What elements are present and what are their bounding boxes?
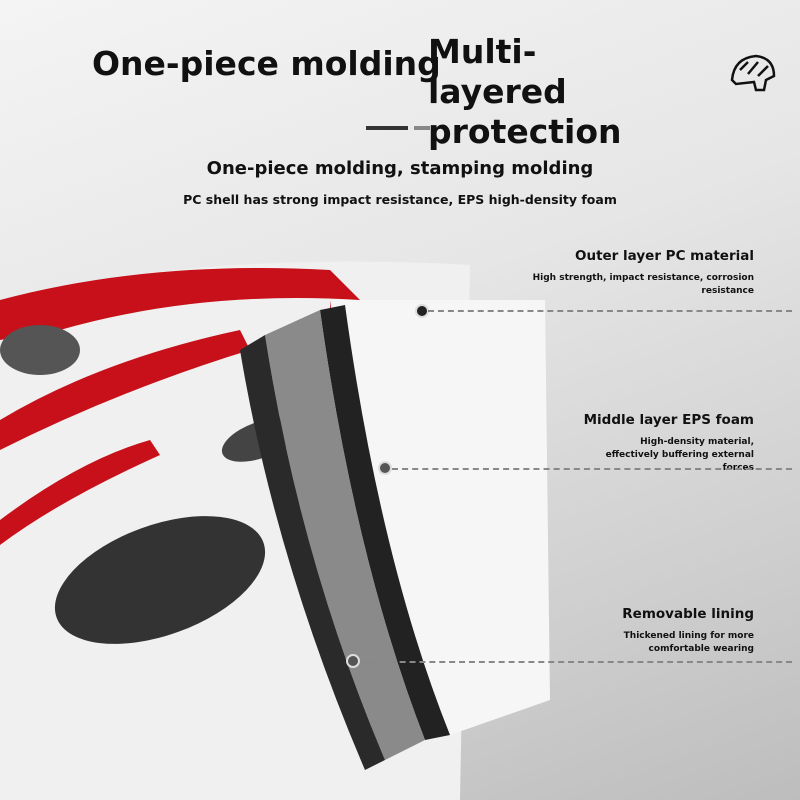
pointer-line-lining: [360, 661, 792, 663]
description: PC shell has strong impact resistance, E…: [183, 192, 617, 207]
layer-lining: Removable lining Thickened lining for mo…: [604, 606, 754, 656]
layer-middle: Middle layer EPS foam High-density mater…: [584, 412, 754, 475]
subtitle: One-piece molding, stamping molding: [206, 158, 594, 179]
divider-light: [414, 126, 430, 130]
layer-outer: Outer layer PC material High strength, i…: [504, 248, 754, 298]
title-right: Multi-layered protection: [428, 32, 622, 151]
pointer-line-middle: [392, 468, 792, 470]
layer-desc: Thickened lining for more comfortable we…: [623, 631, 754, 654]
helmet-icon: [730, 54, 776, 92]
layer-title: Outer layer PC material: [574, 248, 754, 264]
layer-title: Removable lining: [622, 606, 754, 622]
title-left: One-piece molding: [92, 44, 441, 83]
divider-dark: [366, 126, 408, 130]
pointer-line-outer: [428, 310, 792, 312]
layer-desc: High strength, impact resistance, corros…: [532, 273, 754, 296]
layer-title: Middle layer EPS foam: [583, 412, 754, 428]
